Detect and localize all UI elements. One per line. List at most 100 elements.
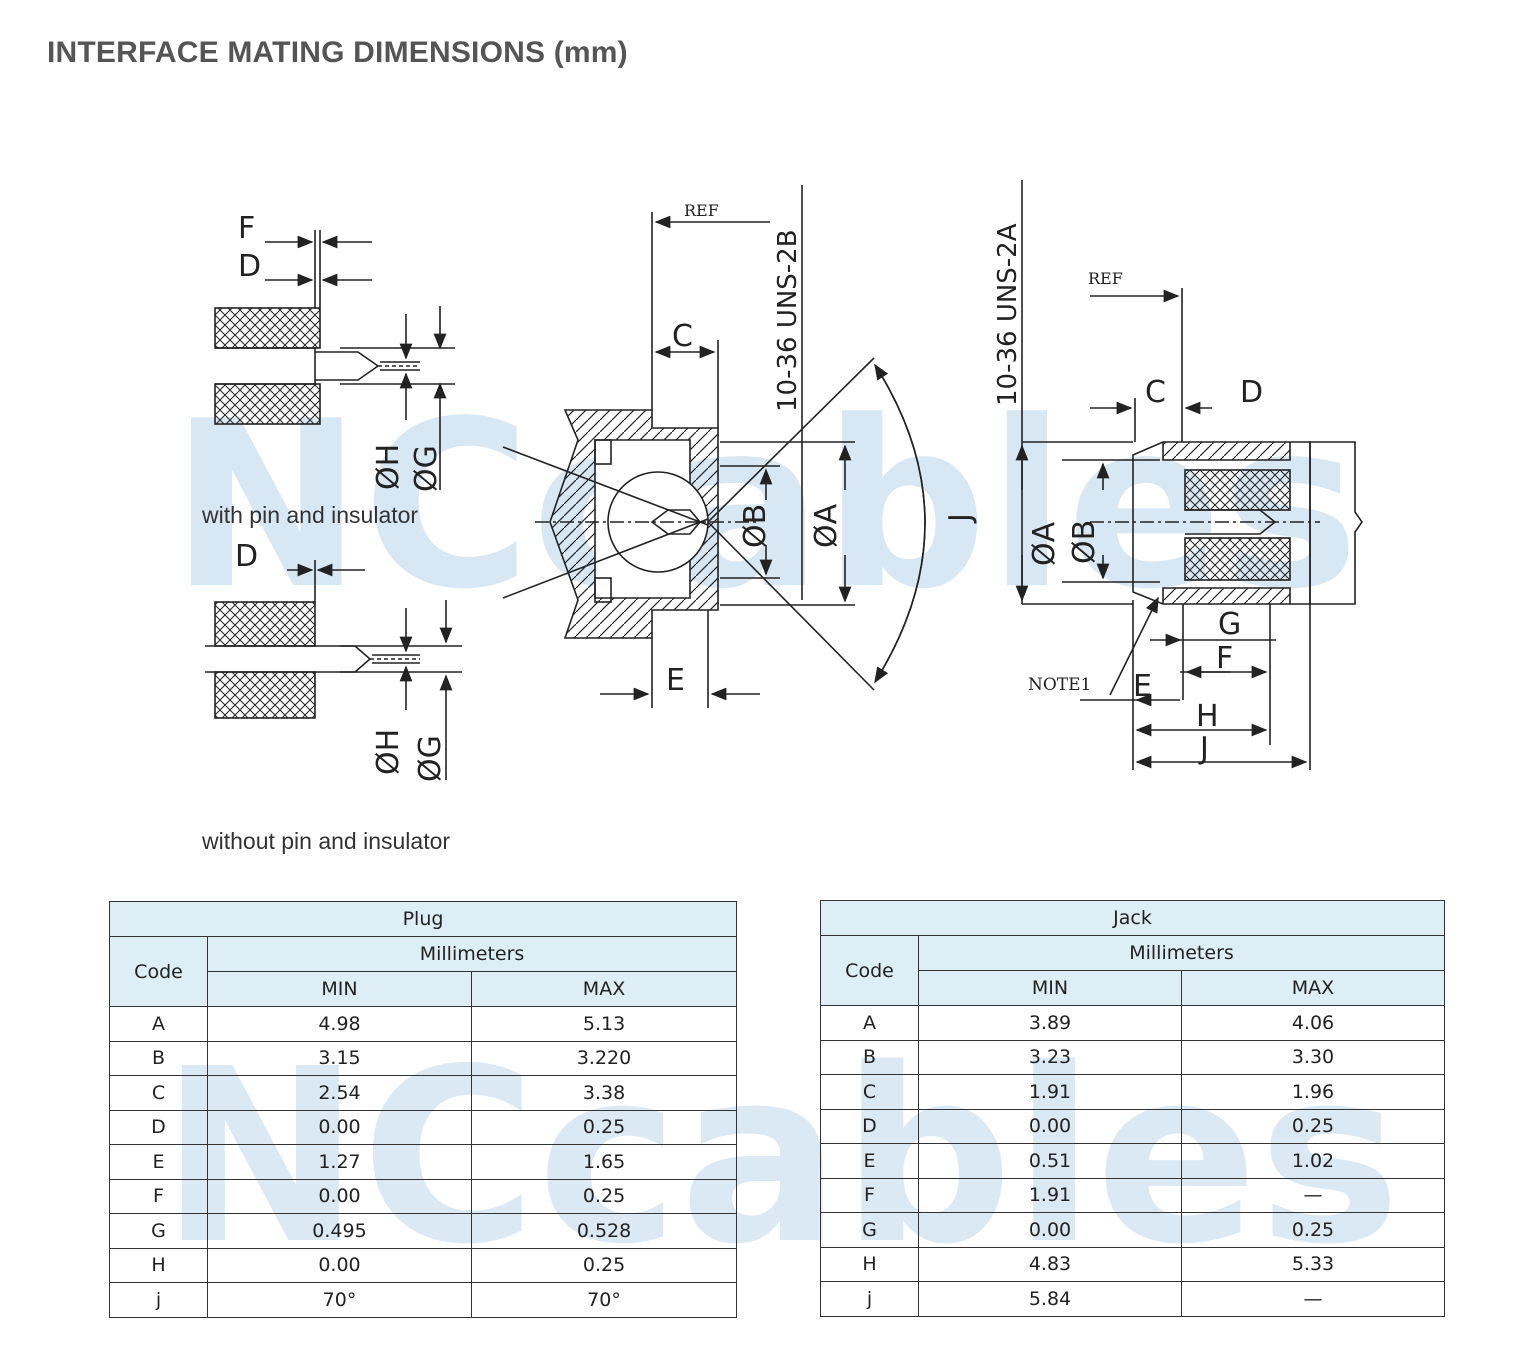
mating-dimensions-drawing: NCcables	[170, 180, 1363, 782]
cell-code: G	[109, 1213, 208, 1249]
cell-min: 5.84	[918, 1281, 1182, 1317]
label-phi-b-center: ØB	[738, 504, 773, 548]
cell-code: A	[820, 1005, 919, 1041]
cell-code: C	[820, 1074, 919, 1110]
label-phi-g-bottomleft: ØG	[413, 735, 448, 782]
label-e-center: E	[666, 663, 685, 698]
cell-code: A	[109, 1006, 208, 1042]
cell-min: 2.54	[207, 1075, 472, 1111]
cell-max: 0.25	[470, 1178, 738, 1214]
caption-without-pin: without pin and insulator	[202, 828, 451, 854]
plug-table-title: Plug	[108, 901, 738, 937]
label-ref-center: REF	[684, 201, 719, 220]
cell-max: 4.06	[1181, 1005, 1445, 1041]
cell-min: 0.00	[207, 1109, 472, 1145]
cell-code: H	[820, 1246, 919, 1282]
label-phi-h-topleft: ØH	[371, 444, 406, 490]
cell-min: 3.23	[918, 1039, 1182, 1075]
cell-code: F	[109, 1178, 208, 1214]
cell-min: 4.98	[207, 1006, 472, 1042]
cell-min: 0.51	[918, 1143, 1182, 1179]
cell-min: 1.27	[207, 1144, 472, 1180]
cell-max: 5.33	[1181, 1246, 1445, 1282]
label-c-center: C	[672, 319, 693, 354]
cell-max: 1.65	[470, 1144, 738, 1180]
cell-code: F	[820, 1177, 919, 1213]
plug-min-header: MIN	[207, 971, 472, 1007]
plug-max-header: MAX	[470, 971, 738, 1007]
cell-min: 0.00	[207, 1247, 472, 1283]
cell-max: 70°	[470, 1282, 738, 1318]
cell-max: 3.30	[1181, 1039, 1445, 1075]
cell-min: 0.00	[918, 1108, 1182, 1144]
cell-min: 1.91	[918, 1177, 1182, 1213]
label-d-right: D	[1240, 375, 1263, 410]
cell-code: j	[109, 1282, 208, 1318]
label-phi-h-bottomleft: ØH	[371, 729, 406, 775]
cell-max: 0.25	[1181, 1212, 1445, 1248]
jack-units-header: Millimeters	[918, 935, 1445, 971]
label-d-topleft: D	[238, 249, 261, 284]
label-phi-a-right: ØA	[1027, 521, 1062, 566]
cell-min: 0.00	[207, 1178, 472, 1214]
label-phi-b-right: ØB	[1067, 520, 1102, 564]
cell-max: 0.25	[470, 1109, 738, 1145]
jack-max-header: MAX	[1181, 970, 1445, 1006]
cell-max: —	[1181, 1281, 1445, 1317]
label-ref-right: REF	[1088, 269, 1123, 288]
page-title: INTERFACE MATING DIMENSIONS (mm)	[47, 36, 628, 69]
jack-code-header: Code	[820, 935, 919, 1006]
cell-max: 3.220	[470, 1040, 738, 1076]
label-phi-a-center: ØA	[809, 503, 844, 548]
cell-max: 1.96	[1181, 1074, 1445, 1110]
cell-code: G	[820, 1212, 919, 1248]
cell-code: B	[820, 1039, 919, 1075]
cell-max: 0.528	[470, 1213, 738, 1249]
label-d-bottomleft: D	[235, 539, 258, 574]
cell-code: C	[109, 1075, 208, 1111]
cell-min: 4.83	[918, 1246, 1182, 1282]
cell-code: H	[109, 1247, 208, 1283]
label-e-right: E	[1133, 669, 1152, 704]
cell-max: 0.25	[470, 1247, 738, 1283]
cell-min: 70°	[207, 1282, 472, 1318]
cell-min: 0.00	[918, 1212, 1182, 1248]
cell-max: 3.38	[470, 1075, 738, 1111]
cell-max: 0.25	[1181, 1108, 1445, 1144]
label-f-right: F	[1216, 641, 1233, 676]
label-phi-g-topleft: ØG	[409, 445, 444, 492]
cell-min: 1.91	[918, 1074, 1182, 1110]
label-j-center: J	[943, 513, 978, 524]
cell-max: —	[1181, 1177, 1445, 1213]
cell-code: E	[820, 1143, 919, 1179]
cell-min: 3.15	[207, 1040, 472, 1076]
label-h-right: H	[1196, 699, 1219, 734]
label-g-right: G	[1218, 607, 1241, 642]
cell-code: E	[109, 1144, 208, 1180]
cell-code: D	[820, 1108, 919, 1144]
label-thread-jack: 10-36 UNS-2B	[773, 229, 803, 412]
cell-max: 5.13	[470, 1006, 738, 1042]
cell-min: 3.89	[918, 1005, 1182, 1041]
cell-min: 0.495	[207, 1213, 472, 1249]
cell-max: 1.02	[1181, 1143, 1445, 1179]
caption-with-pin: with pin and insulator	[202, 502, 419, 528]
label-f-topleft: F	[238, 211, 255, 246]
